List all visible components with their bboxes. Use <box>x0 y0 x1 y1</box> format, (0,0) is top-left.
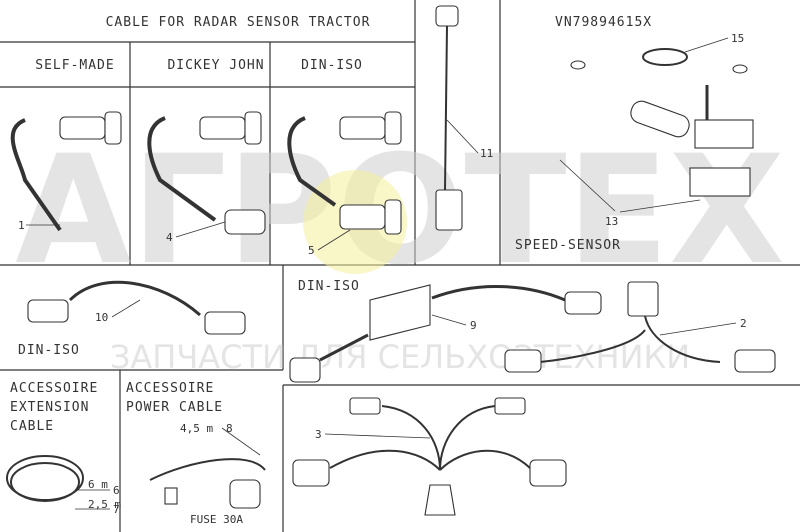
cable-ring-15-icon <box>642 48 688 66</box>
callout-3: 3 <box>315 428 322 441</box>
connector-2b-icon <box>504 349 542 373</box>
din-iso-mid-label: DIN-ISO <box>298 279 360 294</box>
connector-10b-icon <box>204 311 246 335</box>
callout-5: 5 <box>308 244 315 257</box>
accessoire-pwr-1: ACCESSOIRE <box>126 381 214 396</box>
cable-9b <box>319 333 369 362</box>
callout-7: 7 <box>113 503 120 516</box>
ring-terminal-icon <box>570 60 586 70</box>
connector-9b-icon <box>289 357 321 383</box>
din-iso-left-label: DIN-ISO <box>18 343 80 358</box>
plug-4-icon <box>224 209 266 235</box>
column-dickey-john: DICKEY JOHN <box>167 58 264 73</box>
fuse-holder-icon <box>164 487 178 505</box>
leader-line <box>111 299 141 318</box>
leader-line <box>324 433 431 439</box>
clamp-bottom-icon <box>689 167 751 197</box>
cable-3 <box>381 405 441 471</box>
callout-9: 9 <box>470 319 477 332</box>
cable-5 <box>287 116 337 207</box>
part-code: VN79894615X <box>555 15 652 30</box>
callout-2: 2 <box>740 317 747 330</box>
callout-10: 10 <box>95 311 108 324</box>
length-6: 6 m <box>88 478 108 491</box>
cable-coil-7-icon <box>10 462 80 502</box>
cable-10 <box>68 280 201 317</box>
connector-10a-icon <box>27 299 69 323</box>
speed-sensor-body-icon <box>630 100 690 138</box>
leader-line <box>559 159 616 212</box>
connector-4-head-icon <box>244 111 262 145</box>
callout-6: 6 <box>113 484 120 497</box>
connector-5b-head-icon <box>384 199 402 235</box>
plug-3c-icon <box>424 484 456 516</box>
cable-11 <box>444 25 448 191</box>
cable-3b <box>439 405 496 471</box>
header-title: CABLE FOR RADAR SENSOR TRACTOR <box>106 15 371 30</box>
connector-5a-icon <box>339 116 386 140</box>
length-25: 2,5 m <box>88 498 121 511</box>
connector-3b-icon <box>529 459 567 487</box>
accessoire-ext-3: CABLE <box>10 419 54 434</box>
cable-9 <box>431 285 566 302</box>
connector-3a-icon <box>292 459 330 487</box>
connector-4-icon <box>199 116 246 140</box>
connector-9a-icon <box>564 291 602 315</box>
cable-2 <box>644 315 721 363</box>
leader-line <box>317 229 351 251</box>
connector-1-head-icon <box>104 111 122 145</box>
callout-8: 8 <box>226 422 233 435</box>
leader-line <box>619 199 701 213</box>
plug-3b-icon <box>494 397 526 415</box>
plug-3a-icon <box>349 397 381 415</box>
power-plug-8-icon <box>229 479 261 509</box>
connector-1-icon <box>59 116 106 140</box>
cable-2b <box>539 329 646 363</box>
column-self-made: SELF-MADE <box>35 58 114 73</box>
leader-line <box>175 221 226 238</box>
callout-15: 15 <box>731 32 744 45</box>
cable-3d <box>439 449 531 471</box>
leader-line <box>659 322 737 336</box>
column-din-iso: DIN-ISO <box>301 58 363 73</box>
length-45: 4,5 m <box>180 422 213 435</box>
connector-5a-head-icon <box>384 111 402 145</box>
connector-5b-icon <box>339 204 386 230</box>
watermark-tagline: ЗАПЧАСТИ ДЛЯ СЕЛЬХОЗТЕХНИКИ <box>110 338 690 376</box>
ring-terminal-icon <box>732 64 748 74</box>
callout-1: 1 <box>18 219 25 232</box>
cable-1 <box>10 118 62 232</box>
connector-11-bottom-icon <box>435 189 463 231</box>
leader-line <box>446 119 479 154</box>
fuse-label: FUSE 30A <box>190 513 243 526</box>
accessoire-pwr-2: POWER CABLE <box>126 400 223 415</box>
speed-sensor-label: SPEED-SENSOR <box>515 238 621 253</box>
accessoire-ext-1: ACCESSOIRE <box>10 381 98 396</box>
connector-2-top-icon <box>627 281 659 317</box>
leader-line <box>431 314 467 326</box>
leader-line <box>221 427 261 456</box>
clamp-top-icon <box>694 119 754 149</box>
accessoire-ext-2: EXTENSION <box>10 400 89 415</box>
callout-13: 13 <box>605 215 618 228</box>
connector-11-top-icon <box>435 5 459 27</box>
cable-4 <box>147 116 217 222</box>
cable-8 <box>149 458 266 481</box>
cable-3c <box>329 449 441 471</box>
junction-box-9-icon <box>369 284 431 341</box>
callout-4: 4 <box>166 231 173 244</box>
callout-11: 11 <box>480 147 493 160</box>
connector-2a-icon <box>734 349 776 373</box>
leader-line <box>684 37 729 53</box>
